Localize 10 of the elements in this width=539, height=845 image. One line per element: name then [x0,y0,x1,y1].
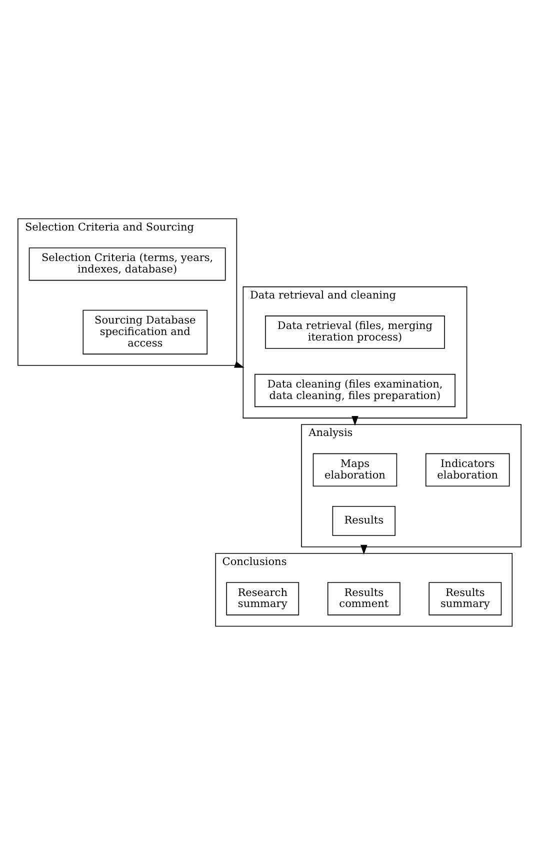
node-box: Results summary [428,582,502,616]
node-box: Results [332,506,396,536]
node-box: Data retrieval (files, merging iteration process) [265,316,445,349]
node-box: Selection Criteria (terms, years, indexes, database) [28,247,226,281]
node-box: Data cleaning (files examination, data cleaning, files preparation) [254,374,456,408]
node-box: Research summary [226,582,300,616]
node-box: Results comment [327,582,400,616]
node-box: Indicators elaboration [425,453,510,486]
node-box: Sourcing Database specification and access [82,310,208,354]
node-box: Maps elaboration [312,453,398,486]
